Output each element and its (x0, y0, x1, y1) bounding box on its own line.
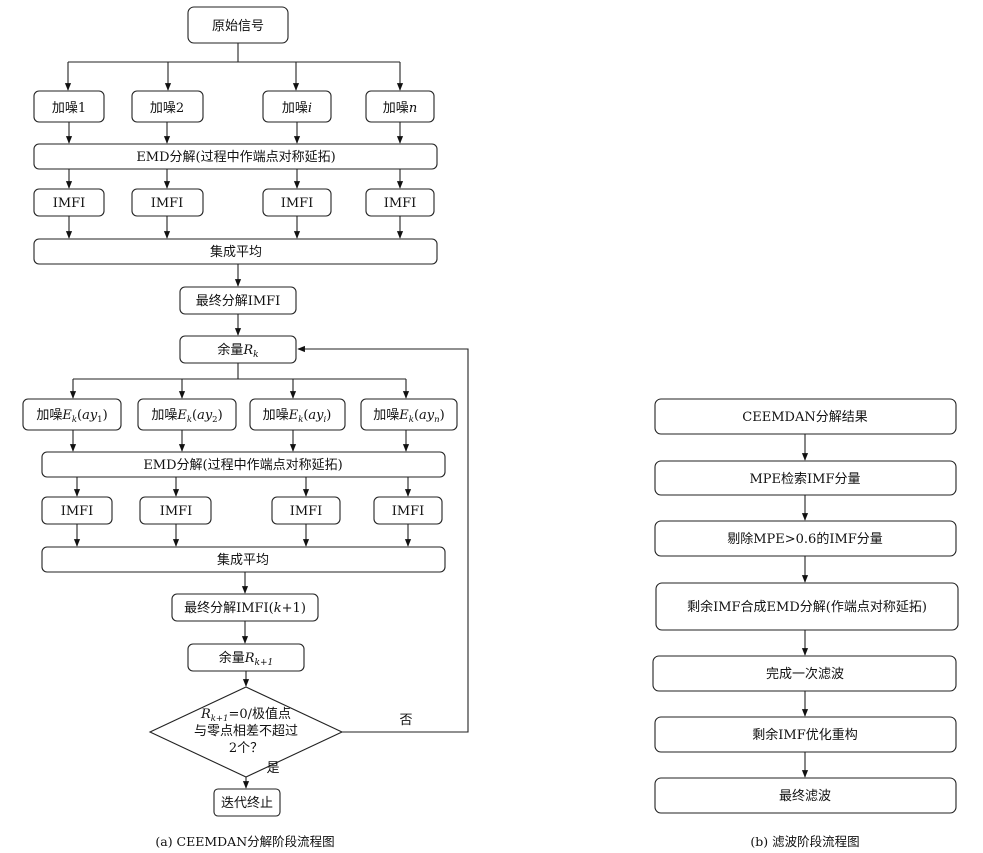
imf-node-2b: IMFI (139, 496, 212, 525)
final-decomposition-node-1: 最终分解IMFI (179, 286, 297, 315)
terminate-node: 迭代终止 (213, 788, 281, 817)
imf-node-1d: IMFI (365, 188, 435, 217)
step-optimize-reconstruct: 剩余IMF优化重构 (654, 716, 957, 753)
svg-text:余量Rk+1: 余量Rk+1 (219, 650, 274, 668)
svg-text:IMFI: IMFI (392, 504, 425, 519)
svg-text:集成平均: 集成平均 (210, 244, 262, 260)
final-decomposition-node-2: 最终分解IMFI(k+1) (171, 593, 319, 622)
svg-text:IMFI: IMFI (160, 504, 193, 519)
imf-node-2d: IMFI (373, 496, 443, 525)
noise-node-ek-2: 加噪Ek(ay2) (137, 398, 237, 431)
svg-text:最终分解IMFI: 最终分解IMFI (196, 293, 281, 309)
svg-text:Rk+1=0/极值点: Rk+1=0/极值点 (200, 706, 291, 724)
svg-text:余量Rk: 余量Rk (217, 342, 258, 360)
svg-text:加噪n: 加噪n (383, 101, 417, 116)
svg-text:IMFI: IMFI (53, 196, 86, 211)
svg-text:迭代终止: 迭代终止 (221, 795, 273, 811)
svg-text:IMFI: IMFI (384, 196, 417, 211)
noise-node-1: 加噪1 (33, 90, 105, 123)
step-ceemdan-result: CEEMDAN分解结果 (654, 398, 957, 435)
imf-node-2c: IMFI (271, 496, 341, 525)
svg-text:完成一次滤波: 完成一次滤波 (766, 666, 844, 682)
svg-text:最终分解IMFI(k+1): 最终分解IMFI(k+1) (184, 600, 306, 616)
svg-text:加噪Ek(ay1): 加噪Ek(ay1) (36, 408, 107, 425)
yes-label: 是 (266, 761, 279, 776)
svg-text:MPE检索IMF分量: MPE检索IMF分量 (749, 472, 860, 487)
svg-text:与零点相差不超过: 与零点相差不超过 (194, 724, 298, 739)
svg-text:加噪Ek(ayn): 加噪Ek(ayn) (373, 408, 444, 425)
diagram-a: 原始信号 加噪1 加噪2 加噪i 加噪n EM (22, 6, 469, 849)
svg-text:加噪i: 加噪i (282, 101, 312, 116)
noise-node-ek-n: 加噪Ek(ayn) (360, 398, 458, 431)
step-one-filter: 完成一次滤波 (652, 655, 957, 692)
svg-text:加噪Ek(ay2): 加噪Ek(ay2) (151, 408, 222, 425)
svg-text:剩余IMF优化重构: 剩余IMF优化重构 (752, 727, 857, 743)
emd-decomposition-node-1: EMD分解(过程中作端点对称延拓) (33, 143, 438, 170)
svg-text:2个？: 2个？ (229, 741, 263, 756)
noise-node-2: 加噪2 (131, 90, 204, 123)
svg-text:IMFI: IMFI (290, 504, 323, 519)
svg-text:IMFI: IMFI (281, 196, 314, 211)
caption-a: (a) CEEMDAN分解阶段流程图 (155, 834, 334, 849)
original-signal-node: 原始信号 (187, 6, 289, 44)
svg-text:加噪Ek(ayi): 加噪Ek(ayi) (263, 408, 332, 425)
ensemble-average-node-2: 集成平均 (41, 546, 446, 573)
no-branch-loop (297, 345, 469, 733)
imf-node-1b: IMFI (131, 188, 204, 217)
svg-text:集成平均: 集成平均 (217, 552, 269, 568)
noise-node-ek-i: 加噪Ek(ayi) (249, 398, 346, 431)
imf-node-1c: IMFI (262, 188, 332, 217)
step-final-filter: 最终滤波 (654, 777, 957, 814)
step-mpe-search: MPE检索IMF分量 (654, 460, 957, 496)
noise-node-i: 加噪i (262, 90, 332, 123)
imf-node-1a: IMFI (33, 188, 105, 217)
svg-text:EMD分解(过程中作端点对称延拓): EMD分解(过程中作端点对称延拓) (143, 458, 342, 473)
svg-text:剩余IMF合成EMD分解(作端点对称延拓): 剩余IMF合成EMD分解(作端点对称延拓) (687, 599, 927, 615)
ensemble-average-node-1: 集成平均 (33, 238, 438, 265)
svg-text:IMFI: IMFI (61, 504, 94, 519)
diagram-b: CEEMDAN分解结果 MPE检索IMF分量 剔除MPE>0.6的IMF分量 剩… (652, 398, 959, 849)
svg-text:加噪1: 加噪1 (52, 101, 86, 116)
imf-node-2a: IMFI (41, 496, 113, 525)
svg-text:IMFI: IMFI (151, 196, 184, 211)
original-signal-label: 原始信号 (212, 19, 264, 34)
step-residual-emd: 剩余IMF合成EMD分解(作端点对称延拓) (655, 582, 959, 631)
svg-text:最终滤波: 最终滤波 (779, 788, 831, 804)
svg-text:EMD分解(过程中作端点对称延拓): EMD分解(过程中作端点对称延拓) (136, 150, 335, 165)
svg-text:加噪2: 加噪2 (150, 101, 184, 116)
decision-diamond: Rk+1=0/极值点 与零点相差不超过 2个？ (148, 686, 344, 778)
caption-b: (b) 滤波阶段流程图 (750, 834, 859, 849)
svg-text:CEEMDAN分解结果: CEEMDAN分解结果 (742, 410, 867, 425)
emd-decomposition-node-2: EMD分解(过程中作端点对称延拓) (41, 451, 446, 478)
noise-node-n: 加噪n (365, 90, 435, 123)
svg-text:剔除MPE>0.6的IMF分量: 剔除MPE>0.6的IMF分量 (727, 531, 883, 547)
step-remove-imf: 剔除MPE>0.6的IMF分量 (654, 520, 957, 557)
noise-node-ek-1: 加噪Ek(ay1) (22, 398, 122, 431)
no-label: 否 (399, 713, 412, 728)
residual-node: 余量Rk (179, 335, 297, 364)
residual-next-node: 余量Rk+1 (187, 643, 305, 672)
